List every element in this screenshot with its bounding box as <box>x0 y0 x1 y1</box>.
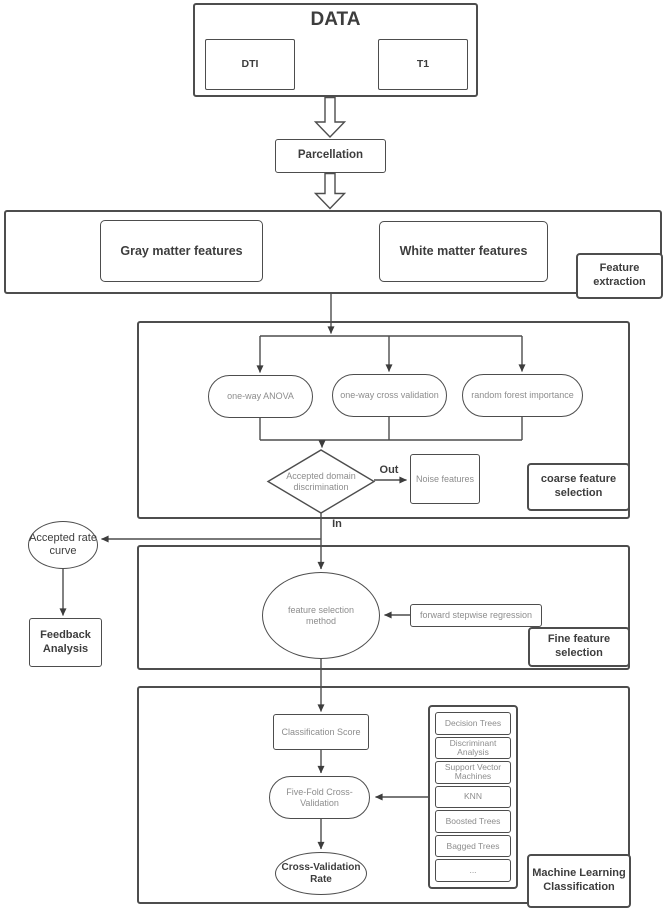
decision-diamond-text: Accepted domain discrimination <box>286 470 356 492</box>
noise-features-box: Noise features <box>410 454 480 504</box>
block-arrow-data-to-parcellation <box>313 96 347 139</box>
classifier-item: KNN <box>435 785 511 809</box>
feature-extraction-label: Feature extraction <box>576 253 663 299</box>
five-fold-stadium: Five-Fold Cross-Validation <box>269 776 370 819</box>
classification-score-box: Classification Score <box>273 714 369 750</box>
classifier-item: Support Vector Machines <box>435 761 511 784</box>
coarse-feature-selection-label: coarse feature selection <box>527 463 630 511</box>
t1-box: T1 <box>378 39 468 90</box>
out-label: Out <box>379 464 399 476</box>
classifier-item: ... <box>435 859 511 883</box>
gray-matter-box: Gray matter features <box>100 220 263 282</box>
feature-selection-method-ellipse: feature selection method <box>262 572 380 659</box>
random-forest-stadium: random forest importance <box>462 374 583 417</box>
classifier-item: Discriminant Analysis <box>435 736 511 760</box>
fine-feature-selection-label: Fine feature selection <box>528 627 630 667</box>
machine-learning-classification-label: Machine Learning Classification <box>527 854 631 908</box>
cross-validation-rate-ellipse: Cross-Validation Rate <box>275 852 367 895</box>
forward-stepwise-box: forward stepwise regression <box>410 604 542 627</box>
anova-stadium: one-way ANOVA <box>208 375 313 418</box>
cross-validation-stadium: one-way cross validation <box>332 374 447 417</box>
accepted-rate-curve-circle: Accepted rate curve <box>28 521 98 569</box>
white-matter-box: White matter features <box>379 221 548 282</box>
classifier-item: Decision Trees <box>435 712 511 735</box>
data-title: DATA <box>310 9 361 30</box>
classifier-list: Decision Trees Discriminant Analysis Sup… <box>428 705 518 889</box>
block-arrow-parcellation-to-features <box>313 172 347 210</box>
dti-box: DTI <box>205 39 295 90</box>
feedback-analysis-box: Feedback Analysis <box>29 618 102 667</box>
parcellation-box: Parcellation <box>275 139 386 173</box>
classifier-item: Boosted Trees <box>435 810 511 833</box>
in-label: In <box>332 518 342 530</box>
classifier-item: Bagged Trees <box>435 834 511 858</box>
